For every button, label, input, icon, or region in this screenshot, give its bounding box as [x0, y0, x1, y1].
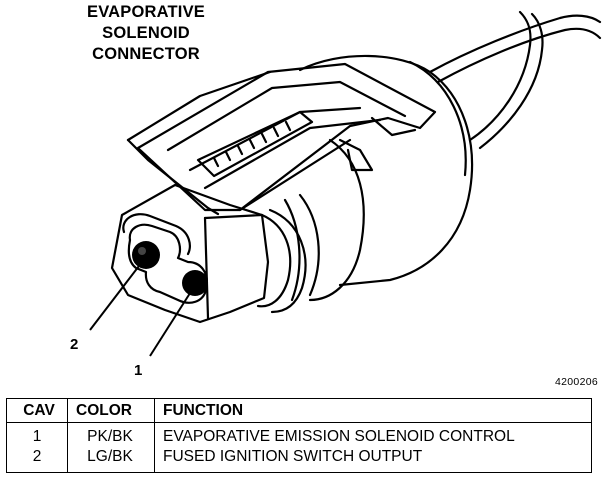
cell-cav: 1 [6, 422, 68, 447]
figure-number: 4200206 [555, 376, 598, 388]
wire-upper-2 [436, 27, 602, 84]
table-header-row: CAV COLOR FUNCTION [6, 398, 592, 423]
callout-pin-2: 2 [70, 336, 79, 353]
cavity-outline [127, 223, 208, 304]
leader-line-2 [89, 261, 143, 331]
title-line-1: EVAPORATIVE [86, 3, 206, 21]
cell-function: FUSED IGNITION SWITCH OUTPUT [154, 447, 592, 473]
connector-front [110, 183, 270, 324]
cavity-2-pin [132, 241, 160, 269]
cell-color: LG/BK [67, 447, 155, 473]
connector-title: EVAPORATIVE SOLENOID CONNECTOR [40, 2, 252, 65]
wire-lower [468, 10, 532, 142]
leader-line-1 [149, 289, 193, 357]
table-row: 2 LG/BK FUSED IGNITION SWITCH OUTPUT [6, 447, 592, 473]
wire-upper [428, 14, 602, 74]
cell-function: EVAPORATIVE EMISSION SOLENOID CONTROL [154, 422, 592, 447]
table-row: 1 PK/BK EVAPORATIVE EMISSION SOLENOID CO… [6, 422, 592, 447]
wire-lower-2 [478, 12, 544, 150]
callout-pin-1: 1 [134, 362, 143, 379]
header-color: COLOR [67, 398, 155, 423]
cell-color: PK/BK [67, 422, 155, 447]
title-line-3: CONNECTOR [92, 45, 200, 63]
latch-plate [136, 62, 437, 212]
cell-cav: 2 [6, 447, 68, 473]
header-cav: CAV [6, 398, 68, 423]
pinout-table: CAV COLOR FUNCTION 1 PK/BK EVAPORATIVE E… [6, 398, 592, 473]
cavity-1-pin [182, 270, 208, 296]
connector-back-body [298, 54, 474, 287]
title-line-2: SOLENOID [102, 24, 190, 42]
header-function: FUNCTION [154, 398, 592, 423]
